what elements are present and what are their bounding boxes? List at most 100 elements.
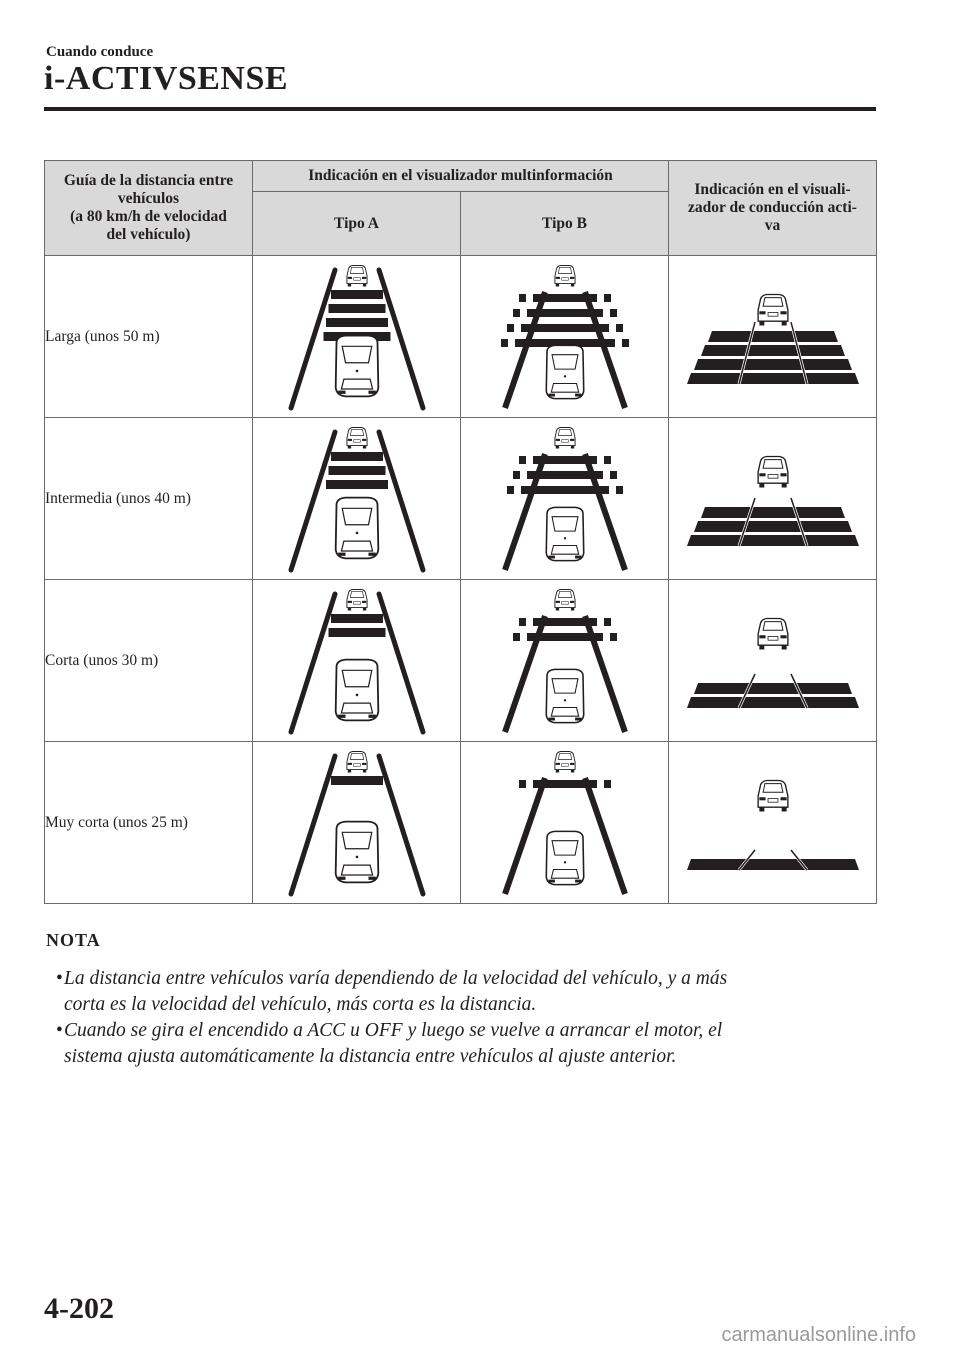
distance-bar <box>686 696 859 708</box>
lead-car-icon <box>553 264 576 286</box>
distance-bar-side <box>512 308 520 317</box>
header-rule <box>44 107 876 111</box>
bullet-icon: • <box>56 1020 63 1041</box>
lane-line-left <box>288 267 337 410</box>
own-car-icon <box>544 344 585 399</box>
header-active-display: Indicación en el visuali- zador de condu… <box>668 160 877 256</box>
lane-line-right <box>376 429 425 572</box>
page-number: 4-202 <box>44 1292 114 1325</box>
distance-bar-side <box>603 617 611 626</box>
note-text-line: sistema ajusta automáticamente la distan… <box>64 1046 677 1067</box>
lead-car-icon <box>756 779 789 811</box>
distance-bar <box>330 451 383 461</box>
note-item: • Cuando se gira el encendido a ACC u OF… <box>56 1018 856 1070</box>
lane-line-right <box>376 591 425 734</box>
distance-bar <box>325 317 388 327</box>
distance-label: Intermedia (unos 40 m) <box>44 417 253 580</box>
own-car-icon <box>544 830 585 885</box>
own-car-icon <box>334 334 379 397</box>
distance-bar <box>330 613 383 623</box>
distance-bar <box>532 455 597 464</box>
distance-bar <box>330 775 383 785</box>
active-display-figure-short <box>668 579 877 742</box>
distance-bar-side <box>512 470 520 479</box>
distance-bar <box>520 323 609 332</box>
distance-bar-side <box>621 338 629 347</box>
distance-label: Muy corta (unos 25 m) <box>44 741 253 904</box>
lane-line-right <box>789 673 808 708</box>
lead-car-icon <box>756 617 789 649</box>
distance-bar-side <box>609 308 617 317</box>
distance-bar <box>686 858 859 870</box>
lead-car-icon <box>756 455 789 487</box>
lane-line-left <box>737 673 756 708</box>
distance-bar <box>325 479 388 489</box>
lane-line-right <box>789 321 808 384</box>
lane-line-right <box>376 753 425 896</box>
lane-line-left <box>288 753 337 896</box>
watermark: carmanualsonline.info <box>721 1324 916 1346</box>
lead-car-icon <box>345 426 368 448</box>
lane-line-left <box>737 849 756 870</box>
distance-bar <box>328 627 385 637</box>
active-display-figure-medium <box>668 417 877 580</box>
table-row: Muy corta (unos 25 m) <box>44 741 877 904</box>
lane-line-left <box>737 497 756 546</box>
chapter-title: i-ACTIVSENSE <box>44 60 289 97</box>
distance-bar <box>693 520 852 532</box>
distance-bar <box>526 470 603 479</box>
type-b-figure-long <box>460 255 669 418</box>
distance-bar <box>532 617 597 626</box>
own-car-icon <box>544 506 585 561</box>
note-text-line: corta es la velocidad del vehículo, más … <box>64 994 537 1015</box>
distance-bar <box>532 779 597 788</box>
distance-bar-side <box>506 485 514 494</box>
own-car-icon <box>334 658 379 721</box>
distance-bar-side <box>609 632 617 641</box>
distance-bar-side <box>518 455 526 464</box>
lane-line-right <box>376 267 425 410</box>
distance-bar <box>707 330 838 342</box>
lead-car-icon <box>553 750 576 772</box>
note-text-line: Cuando se gira el encendido a ACC u OFF … <box>64 1020 723 1041</box>
bullet-icon: • <box>56 968 63 989</box>
distance-bar-side <box>609 470 617 479</box>
distance-bar-side <box>603 779 611 788</box>
lane-line-left <box>501 776 548 895</box>
table-row: Corta (unos 30 m) <box>44 579 877 742</box>
distance-bar-side <box>500 338 508 347</box>
type-a-figure-medium <box>252 417 461 580</box>
type-a-figure-very-short <box>252 741 461 904</box>
own-car-icon <box>334 496 379 559</box>
active-display-figure-long <box>668 255 877 418</box>
note-item: • La distancia entre vehículos varía dep… <box>56 966 856 1018</box>
distance-bar <box>520 485 609 494</box>
distance-bar <box>700 344 845 356</box>
distance-label: Corta (unos 30 m) <box>44 579 253 742</box>
distance-bar <box>700 506 845 518</box>
own-car-icon <box>544 668 585 723</box>
distance-bar-side <box>615 485 623 494</box>
table-row: Larga (unos 50 m) <box>44 255 877 418</box>
distance-bar <box>330 289 383 299</box>
distance-bar-side <box>615 323 623 332</box>
distance-bar-side <box>506 323 514 332</box>
distance-bar <box>693 682 852 694</box>
distance-bar-side <box>603 293 611 302</box>
lead-car-icon <box>756 293 789 325</box>
lead-car-icon <box>345 588 368 610</box>
type-a-figure-short <box>252 579 461 742</box>
distance-bar <box>328 303 385 313</box>
distance-bar-side <box>512 632 520 641</box>
header-type-a: Tipo A <box>252 191 461 256</box>
lane-line-left <box>288 591 337 734</box>
type-b-figure-medium <box>460 417 669 580</box>
distance-bar-side <box>518 779 526 788</box>
distance-bar <box>328 465 385 475</box>
distance-bar-side <box>603 455 611 464</box>
own-car-icon <box>334 820 379 883</box>
header-distance-guide: Guía de la distancia entre vehículos (a … <box>44 160 253 256</box>
header-multi-display: Indicación en el visualizador multinform… <box>252 160 669 192</box>
distance-bar <box>526 308 603 317</box>
lane-line-left <box>288 429 337 572</box>
